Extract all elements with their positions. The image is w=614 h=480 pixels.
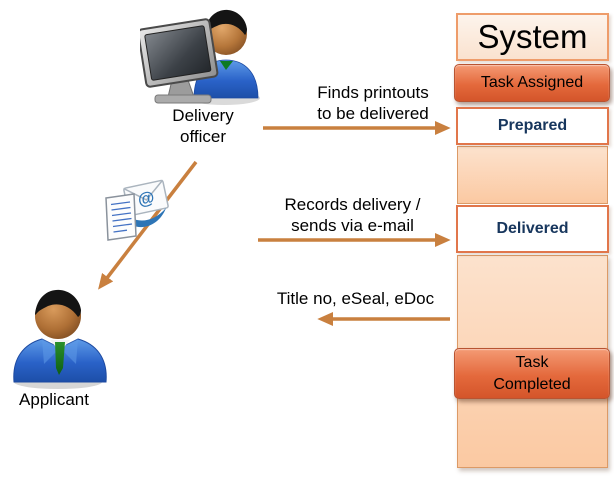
email-document-icon: @: [105, 179, 169, 241]
document: [105, 193, 137, 241]
flow-label-line: Finds printouts: [317, 83, 429, 102]
computer-monitor: [140, 18, 219, 104]
stage-label: Prepared: [497, 117, 568, 134]
flow-label-line: Title no, eSeal, eDoc: [276, 289, 435, 308]
stage-prepared: Prepared: [456, 107, 609, 145]
at-symbol: @: [136, 187, 156, 209]
applicant-person: [13, 289, 107, 383]
applicant-icon: [13, 289, 107, 389]
stage-label: Task Completed: [493, 353, 571, 393]
applicant-label: Applicant: [19, 390, 89, 409]
flow-label-line: Records delivery /: [284, 195, 421, 214]
system-title: System: [477, 18, 588, 55]
flow-label-finds-printouts: Finds printouts to be delivered: [278, 82, 468, 124]
system-column-spacer: [457, 146, 608, 204]
flow-label-line: sends via e-mail: [291, 216, 414, 235]
stage-label: Delivered: [496, 220, 569, 237]
flow-label-records-delivery: Records delivery / sends via e-mail: [255, 194, 450, 236]
delivery-officer-icon: [140, 9, 260, 105]
stage-task-assigned: Task Assigned: [454, 64, 610, 102]
system-header: System: [456, 13, 609, 61]
flow-label-title-docs: Title no, eSeal, eDoc: [258, 288, 453, 309]
delivery-officer-label: Delivery officer: [172, 106, 234, 146]
stage-task-completed: Task Completed: [454, 348, 610, 399]
flow-label-line: to be delivered: [317, 104, 429, 123]
stage-label: Task Assigned: [480, 74, 584, 91]
stage-delivered: Delivered: [456, 205, 609, 253]
